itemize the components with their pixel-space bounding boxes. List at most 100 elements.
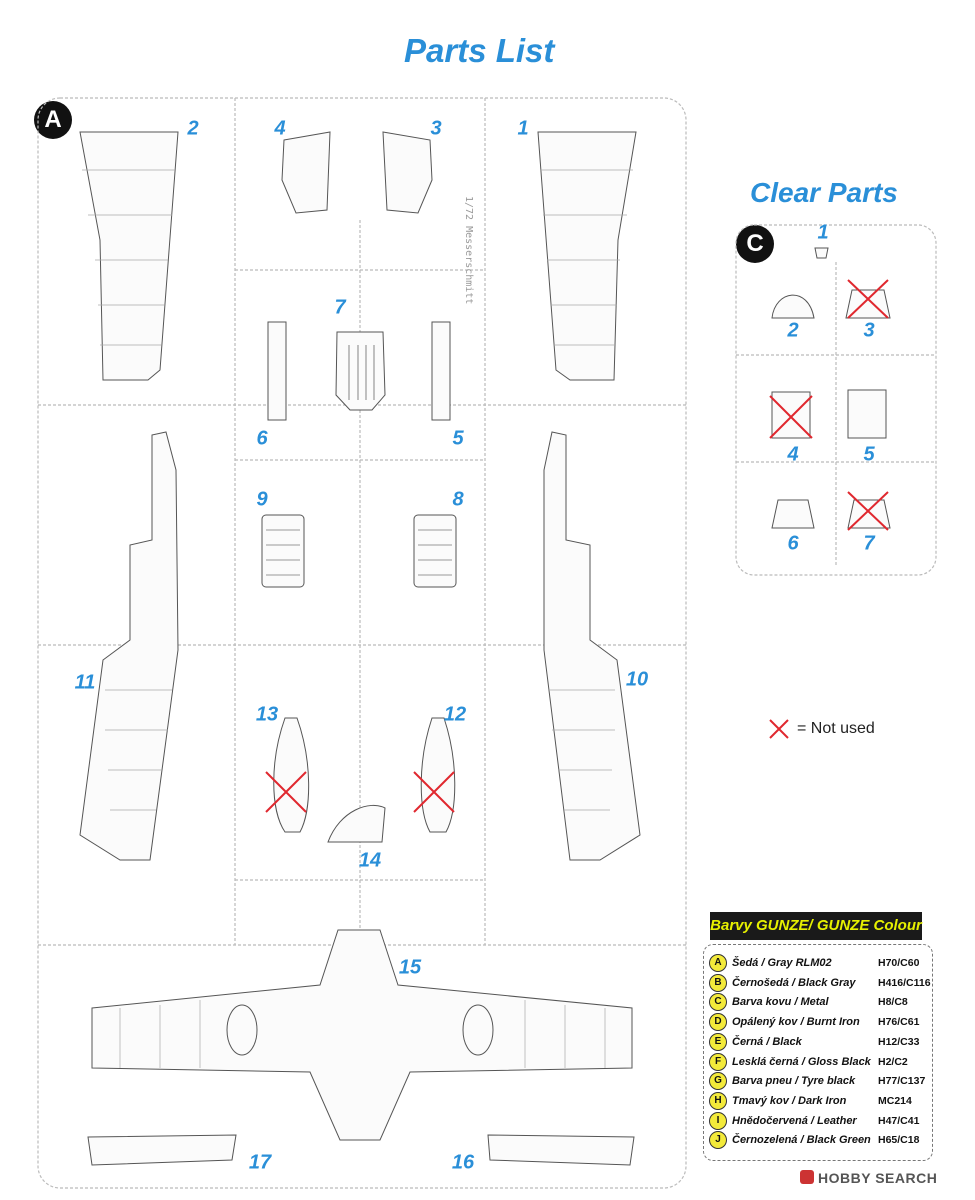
not-used-cross-12 bbox=[413, 771, 455, 813]
part-10-shape bbox=[543, 431, 641, 861]
part-number-16: 16 bbox=[451, 1151, 475, 1174]
part-14-shape bbox=[327, 804, 386, 843]
colour-letter-badge: E bbox=[709, 1032, 727, 1051]
part-number-2: 2 bbox=[187, 117, 199, 140]
colour-letter-badge: F bbox=[709, 1052, 727, 1071]
part-number-5: 5 bbox=[452, 427, 464, 450]
colour-code: H65/C18 bbox=[878, 1134, 920, 1147]
colour-row: B Černošedá / Black Gray H416/C116 bbox=[708, 973, 931, 993]
colour-row: D Opálený kov / Burnt Iron H76/C61 bbox=[708, 1013, 928, 1032]
watermark: HOBBY SEARCH bbox=[818, 1170, 938, 1186]
colour-letter-badge: G bbox=[709, 1072, 727, 1091]
part-17-shape bbox=[87, 1134, 237, 1166]
colour-code: H12/C33 bbox=[878, 1035, 920, 1048]
sprue-a-frame bbox=[37, 97, 687, 1189]
colour-name: Černozelená / Black Green bbox=[732, 1134, 871, 1147]
sprue-c-frame bbox=[735, 224, 937, 576]
sprue-c-badge: C bbox=[736, 225, 774, 263]
part-4-shape bbox=[281, 131, 331, 214]
clear-part-number-1: 1 bbox=[817, 221, 829, 244]
colour-code: H2/C2 bbox=[878, 1055, 908, 1068]
part-number-12: 12 bbox=[443, 703, 467, 726]
colour-letter-badge: C bbox=[709, 993, 727, 1012]
colour-name: Černošedá / Black Gray bbox=[732, 976, 856, 989]
part-7-shape bbox=[335, 331, 386, 411]
colour-letter-badge: D bbox=[709, 1013, 727, 1032]
clear-part-number-2: 2 bbox=[787, 319, 799, 342]
colour-name: Opálený kov / Burnt Iron bbox=[732, 1016, 860, 1029]
colour-name: Černá / Black bbox=[732, 1035, 802, 1048]
clear-part-number-3: 3 bbox=[863, 319, 875, 342]
clear-part-number-4: 4 bbox=[787, 443, 799, 466]
colour-letter-badge: A bbox=[709, 954, 727, 972]
colour-row: H Tmavý kov / Dark Iron MC214 bbox=[708, 1091, 928, 1111]
colour-letter-badge: I bbox=[709, 1111, 727, 1130]
colour-row: A Šedá / Gray RLM02 H70/C60 bbox=[708, 954, 928, 973]
colour-name: Lesklá černá / Gloss Black bbox=[732, 1055, 871, 1068]
colour-name: Barva kovu / Metal bbox=[732, 996, 829, 1009]
part-number-4: 4 bbox=[274, 117, 286, 140]
clear-part-5-shape bbox=[847, 389, 887, 439]
part-number-3: 3 bbox=[430, 117, 442, 140]
colour-code: H77/C137 bbox=[878, 1075, 926, 1088]
colour-row: C Barva kovu / Metal H8/C8 bbox=[708, 993, 928, 1012]
part-number-6: 6 bbox=[256, 427, 268, 450]
colour-letter-badge: B bbox=[709, 973, 727, 992]
colour-row: F Lesklá černá / Gloss Black H2/C2 bbox=[708, 1052, 928, 1072]
colour-name: Tmavý kov / Dark Iron bbox=[732, 1094, 847, 1107]
part-1-shape bbox=[537, 131, 637, 381]
part-15-shape bbox=[91, 929, 633, 1141]
clear-part-3-shape bbox=[845, 289, 891, 319]
part-9-shape bbox=[261, 514, 305, 588]
part-number-7: 7 bbox=[334, 296, 346, 319]
sprue-a-badge: A bbox=[34, 101, 72, 139]
colour-code: H70/C60 bbox=[878, 957, 920, 969]
clear-parts-title: Clear Parts bbox=[750, 177, 898, 208]
colour-code: MC214 bbox=[878, 1094, 912, 1107]
colour-name: Šedá / Gray RLM02 bbox=[732, 957, 832, 969]
part-2-shape bbox=[79, 131, 179, 381]
legend-cross-icon bbox=[769, 719, 789, 739]
colour-row: I Hnědočervená / Leather H47/C41 bbox=[708, 1111, 928, 1131]
part-number-13: 13 bbox=[255, 703, 279, 726]
part-number-8: 8 bbox=[452, 488, 464, 511]
colour-row: G Barva pneu / Tyre black H77/C137 bbox=[708, 1072, 928, 1091]
not-used-legend: = Not used bbox=[797, 720, 875, 737]
colour-name: Hnědočervená / Leather bbox=[732, 1114, 857, 1127]
not-used-cross-c7 bbox=[847, 491, 889, 531]
colour-row: E Černá / Black H12/C33 bbox=[708, 1032, 928, 1052]
colour-table bbox=[703, 944, 933, 1161]
hobby-search-logo-icon bbox=[800, 1170, 814, 1184]
part-5-shape bbox=[431, 321, 451, 421]
not-used-cross-c3 bbox=[847, 279, 889, 319]
colour-row: J Černozelená / Black Green H65/C18 bbox=[708, 1131, 928, 1150]
colour-code: H8/C8 bbox=[878, 996, 908, 1009]
not-used-cross-c4 bbox=[769, 395, 813, 439]
part-number-11: 11 bbox=[74, 671, 96, 694]
colour-code: H416/C116 bbox=[878, 976, 931, 989]
part-number-14: 14 bbox=[358, 849, 382, 872]
clear-part-number-5: 5 bbox=[863, 443, 875, 466]
colour-letter-badge: J bbox=[709, 1131, 727, 1150]
clear-part-6-shape bbox=[771, 499, 815, 529]
colour-name: Barva pneu / Tyre black bbox=[732, 1075, 856, 1088]
part-16-shape bbox=[487, 1134, 635, 1166]
colour-code: H47/C41 bbox=[878, 1114, 920, 1127]
page-title: Parts List bbox=[404, 32, 555, 69]
part-number-15: 15 bbox=[398, 956, 422, 979]
part-11-shape bbox=[79, 431, 179, 861]
clear-part-2-shape bbox=[771, 294, 815, 319]
part-8-shape bbox=[413, 514, 457, 588]
clear-part-number-6: 6 bbox=[787, 532, 799, 555]
sprue-side-label: 1/72 Messerschmitt bbox=[463, 196, 474, 305]
part-number-9: 9 bbox=[256, 488, 268, 511]
part-3-shape bbox=[382, 131, 433, 214]
part-number-17: 17 bbox=[248, 1151, 272, 1174]
colour-table-header: Barvy GUNZE/ GUNZE Colour No. bbox=[710, 912, 922, 962]
part-6-shape bbox=[267, 321, 287, 421]
colour-letter-badge: H bbox=[709, 1091, 727, 1110]
colour-code: H76/C61 bbox=[878, 1016, 920, 1029]
part-number-10: 10 bbox=[625, 668, 649, 691]
